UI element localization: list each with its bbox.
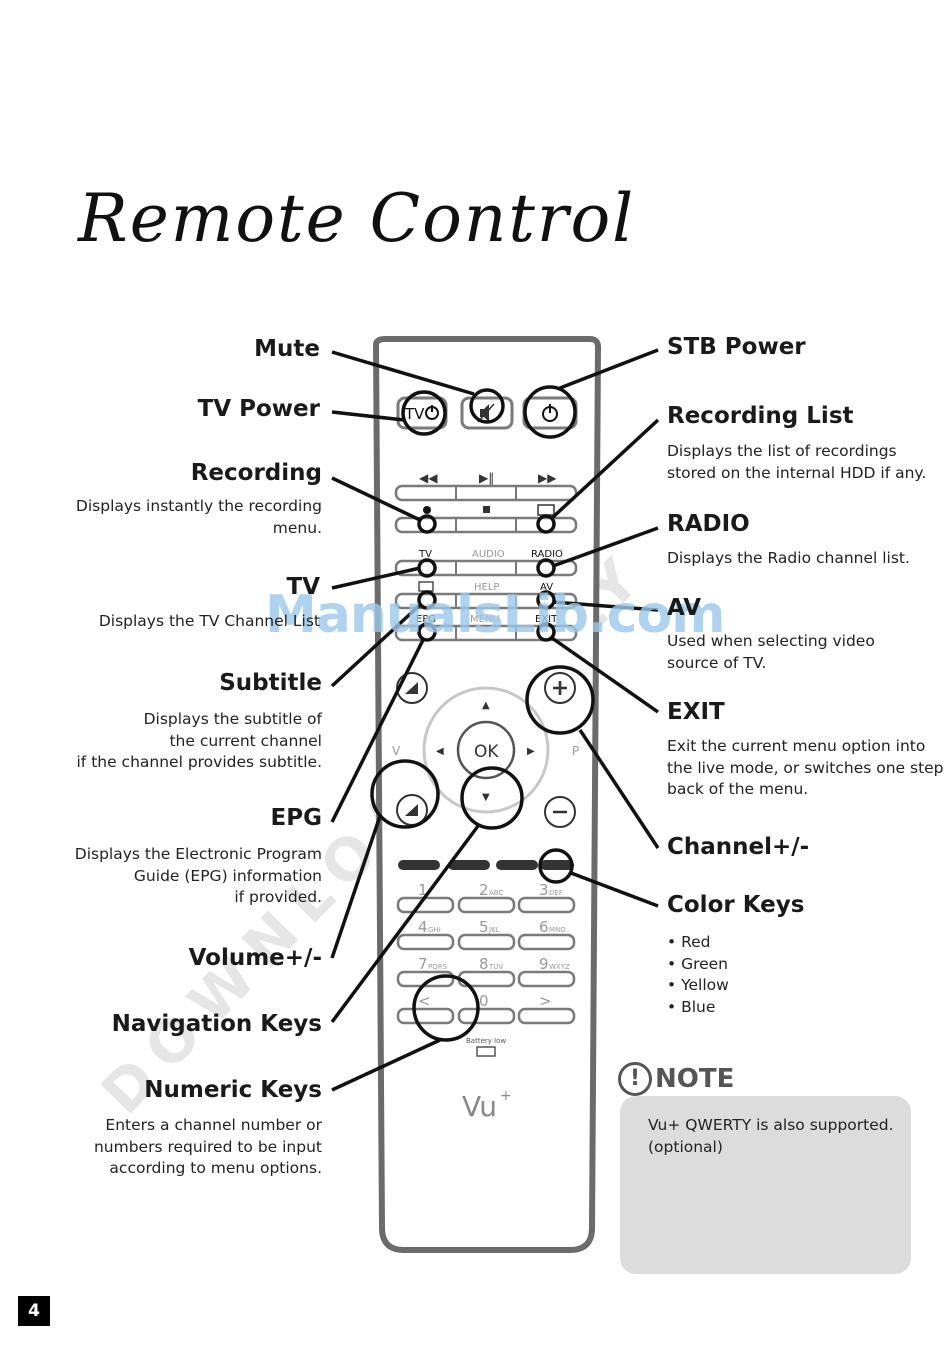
battery-low-text: Battery low <box>466 1037 506 1045</box>
ok-text: OK <box>474 742 499 762</box>
label-numeric: Numeric Keys <box>144 1077 322 1103</box>
numpad-key-letters: DEF <box>549 889 563 897</box>
color-key-red <box>398 860 440 870</box>
label-channel: Channel+/- <box>667 834 810 860</box>
tv-power-text: TV <box>404 405 425 423</box>
color-key-green <box>448 860 490 870</box>
numpad-key-letters: TUV <box>488 963 503 971</box>
numpad-key <box>457 933 516 951</box>
note-heading: NOTE <box>655 1064 735 1094</box>
exclamation-icon: ! <box>618 1062 652 1096</box>
manualslib-watermark: ManualsLib.com <box>265 585 725 645</box>
label-exit: EXIT <box>667 699 725 725</box>
numpad-key <box>517 933 576 951</box>
key-label-menu: MENU <box>470 614 500 625</box>
desc-color-keys: • Red• Green• Yellow• Blue <box>667 933 729 1016</box>
color-key-blue <box>540 860 574 870</box>
key-label-help: HELP <box>474 582 499 593</box>
side-p: P <box>572 744 579 758</box>
numpad-key <box>396 1007 455 1025</box>
numpad-key-number: 4 <box>418 918 428 936</box>
label-navigation: Navigation Keys <box>111 1011 322 1037</box>
label-recording: Recording <box>190 460 322 486</box>
label-av: AV <box>667 595 702 621</box>
svg-text:▼: ▼ <box>482 792 490 803</box>
label-color-keys: Color Keys <box>667 892 805 918</box>
key-label-epg: EPG <box>416 614 436 625</box>
label-subtitle: Subtitle <box>219 670 322 696</box>
desc-tv: Displays the TV Channel List <box>98 612 320 630</box>
label-volume: Volume+/- <box>188 945 322 971</box>
label-mute: Mute <box>254 336 320 362</box>
numpad-key-number: 1 <box>418 881 428 899</box>
side-v: V <box>392 744 401 758</box>
numpad-key-number: 3 <box>539 881 549 899</box>
numpad-key <box>396 896 455 914</box>
numpad-key <box>517 970 576 988</box>
desc-radio: Displays the Radio channel list. <box>667 549 910 567</box>
svg-text:▶▶: ▶▶ <box>538 471 557 485</box>
svg-text:▶: ▶ <box>527 746 535 757</box>
numpad-key <box>457 1007 516 1025</box>
key-label-exit: EXIT <box>535 614 558 625</box>
label-epg: EPG <box>270 805 322 831</box>
note-text: Vu+ QWERTY is also supported.(optional) <box>648 1116 894 1156</box>
numpad-key-number: 7 <box>418 955 428 973</box>
numpad-key-number: > <box>539 992 552 1010</box>
color-key-yellow <box>496 860 538 870</box>
label-tv: TV <box>286 574 321 600</box>
numpad-key <box>517 896 576 914</box>
numpad-key <box>517 1007 576 1025</box>
numpad-key-number: 8 <box>479 955 489 973</box>
numpad-key-number: 9 <box>539 955 549 973</box>
numpad-key-number: 6 <box>539 918 549 936</box>
numpad-key-number: 0 <box>479 992 489 1010</box>
svg-text:▲: ▲ <box>482 700 490 711</box>
vu-logo-plus: + <box>500 1088 512 1104</box>
page-number: 4 <box>18 1296 50 1326</box>
key-label-radio: RADIO <box>531 549 563 560</box>
ok-button <box>456 720 516 780</box>
svg-text:▶‖: ▶‖ <box>479 471 494 485</box>
key-label-audio: AUDIO <box>472 549 505 560</box>
numpad-key <box>457 896 516 914</box>
numpad-key-letters: WXYZ <box>549 963 570 971</box>
label-stb-power: STB Power <box>667 334 806 360</box>
numpad-key-number: < <box>418 992 431 1010</box>
key-label-tv: TV <box>418 549 432 560</box>
numpad-key-letters: PQRS <box>428 963 448 971</box>
svg-text:◀: ◀ <box>436 746 444 757</box>
numpad-key-number: 5 <box>479 918 489 936</box>
numpad-key-number: 2 <box>479 881 489 899</box>
label-radio: RADIO <box>667 511 750 537</box>
page-title: Remote Control <box>78 180 636 257</box>
label-tv-power: TV Power <box>197 396 320 422</box>
numpad-key-letters: JKL <box>488 926 500 934</box>
numpad-key-letters: GHI <box>428 926 441 934</box>
label-recording-list: Recording List <box>667 403 854 429</box>
numpad-key-letters: MNO <box>549 926 566 934</box>
svg-text:◀◀: ◀◀ <box>419 471 438 485</box>
note-box <box>620 1096 911 1274</box>
numpad-key <box>396 933 455 951</box>
numpad-key-letters: ABC <box>489 889 503 897</box>
vu-logo: Vu <box>462 1090 497 1123</box>
key-label-av: AV <box>540 582 553 593</box>
